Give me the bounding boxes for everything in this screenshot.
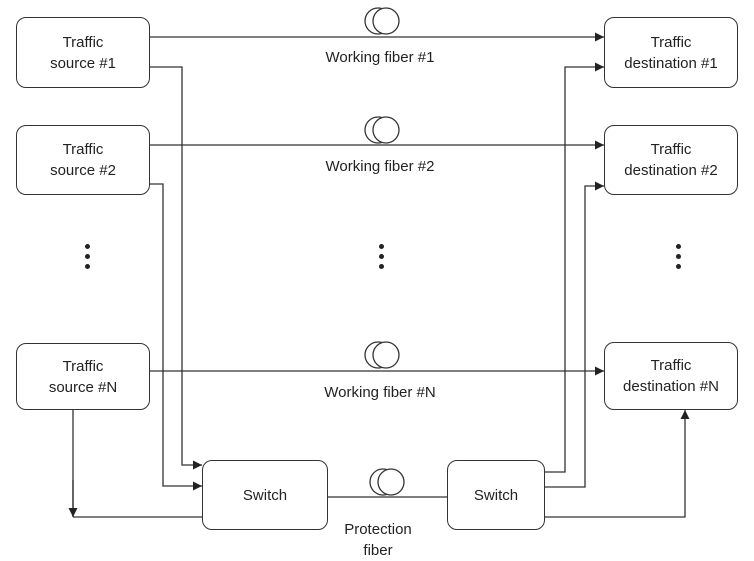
traffic-destination-n-line2: destination #N: [623, 378, 719, 395]
traffic-source-2-line2: source #2: [50, 162, 116, 179]
source-2-to-switch-line: [150, 183, 202, 491]
working-fiber-1-label: Working fiber #1: [325, 49, 435, 66]
fiber-spool-icon-n: [364, 341, 400, 369]
fibers-ellipsis: [379, 244, 385, 274]
protection-fiber-label-line2: fiber: [363, 542, 393, 559]
sources-ellipsis: [85, 244, 91, 274]
traffic-source-n: Traffic source #N: [16, 343, 150, 410]
traffic-destination-n-line1: Traffic: [650, 357, 692, 374]
left-switch-label: Switch: [242, 486, 288, 504]
traffic-source-1-line2: source #1: [50, 54, 116, 72]
fiber-spool-icon-2: [364, 116, 400, 144]
fiber-spool-icon-1: [364, 7, 400, 35]
switch-to-destination-2-line: [545, 181, 604, 488]
traffic-destination-1-line2: destination #1: [624, 54, 718, 72]
traffic-source-n-line1: Traffic: [62, 357, 104, 375]
traffic-source-2: Traffic source #2: [16, 125, 150, 195]
traffic-source-n-line2: source #N: [48, 378, 118, 396]
right-switch-label: Switch: [473, 486, 519, 504]
right-switch: Switch: [447, 460, 545, 530]
protection-fiber-spool-icon: [369, 468, 405, 496]
source-1-to-switch-line: [150, 66, 202, 470]
left-switch: Switch: [202, 460, 328, 530]
traffic-source-1: Traffic source #1: [16, 17, 150, 88]
traffic-destination-2-line2: destination #2: [624, 162, 718, 179]
switch-to-destination-n-line: [545, 410, 690, 518]
traffic-destination-2-line1: Traffic: [650, 141, 692, 158]
working-fiber-n-label: Working fiber #N: [324, 384, 436, 401]
protection-fiber-label-line1: Protection: [344, 521, 412, 538]
traffic-source-2-line1: Traffic: [62, 141, 104, 158]
traffic-source-1-line1: Traffic: [62, 33, 104, 51]
traffic-destination-n: Traffic destination #N: [604, 342, 738, 410]
destinations-ellipsis: [676, 244, 682, 274]
traffic-destination-1-line1: Traffic: [650, 33, 692, 51]
working-fiber-2-label: Working fiber #2: [325, 158, 435, 175]
switch-to-destination-1-line: [545, 62, 604, 473]
traffic-destination-1: Traffic destination #1: [604, 17, 738, 88]
traffic-destination-2: Traffic destination #2: [604, 125, 738, 195]
protection-fiber-label: Protection fiber: [318, 519, 438, 561]
